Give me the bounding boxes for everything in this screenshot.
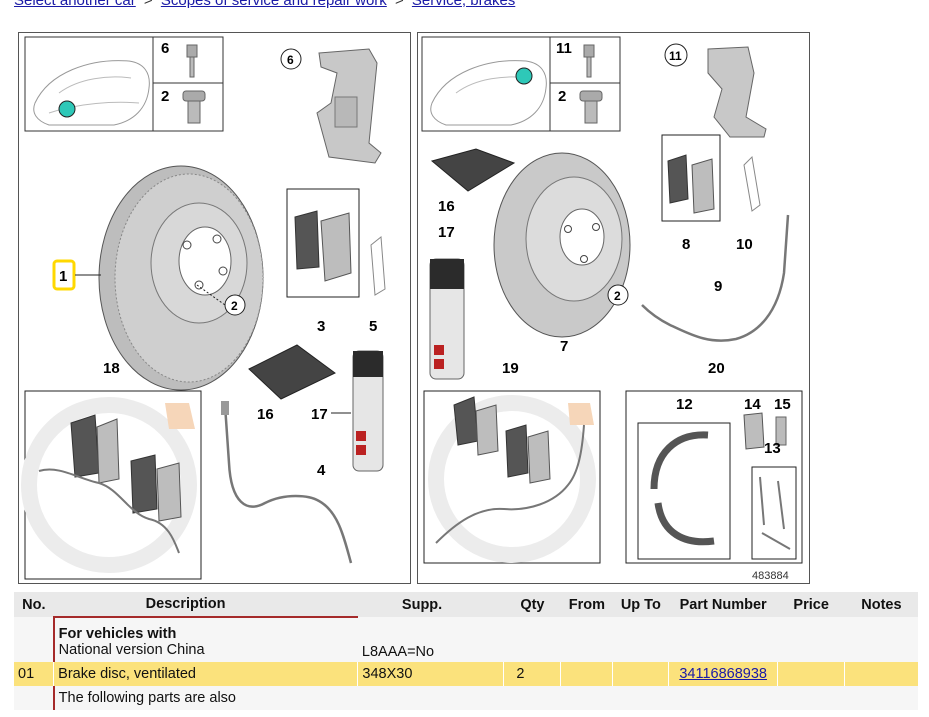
- callout-15[interactable]: 15: [774, 396, 791, 413]
- cell-no: [14, 686, 54, 710]
- table-row-note: The following parts are also: [14, 686, 918, 710]
- repair-kit-part[interactable]: [428, 395, 596, 563]
- brake-disc-part[interactable]: [98, 165, 264, 391]
- col-header-part-number[interactable]: Part Number: [668, 592, 778, 617]
- callout-12[interactable]: 12: [676, 396, 693, 413]
- callout-4[interactable]: 4: [317, 462, 326, 479]
- cell-supp: L8AAA=No: [357, 617, 504, 662]
- callout-16[interactable]: 16: [257, 406, 274, 423]
- callout-6[interactable]: 6: [287, 53, 294, 67]
- callout-9[interactable]: 9: [714, 278, 722, 295]
- car-location-overview: [24, 36, 224, 132]
- breadcrumb-separator: >: [143, 0, 153, 9]
- cell-part-number: 34116868938: [668, 662, 778, 686]
- location-marker-icon: [58, 100, 76, 118]
- protective-cover-part[interactable]: [248, 344, 336, 400]
- cell-upto: [612, 662, 669, 686]
- callout-2[interactable]: 2: [614, 289, 621, 303]
- callout-2[interactable]: 2: [558, 88, 566, 105]
- col-header-qty[interactable]: Qty: [503, 592, 561, 617]
- callout-5[interactable]: 5: [369, 318, 377, 335]
- callout-18[interactable]: 18: [103, 360, 120, 377]
- cell-no: [14, 617, 54, 662]
- callout-11[interactable]: 11: [669, 49, 682, 63]
- callout-7[interactable]: 7: [560, 338, 568, 355]
- col-header-from[interactable]: From: [560, 592, 613, 617]
- table-row[interactable]: 01 Brake disc, ventilated 348X30 2 34116…: [14, 662, 918, 686]
- breadcrumb-separator: >: [394, 0, 404, 9]
- wear-sensor-part[interactable]: [641, 214, 790, 342]
- breadcrumb: Select another car > Scopes of service a…: [14, 0, 515, 9]
- breadcrumb-brakes-link[interactable]: Service, brakes: [411, 0, 516, 9]
- callout-20[interactable]: 20: [708, 360, 725, 377]
- callout-17[interactable]: 17: [311, 406, 328, 423]
- car-location-overview: [421, 36, 621, 132]
- caliper-carrier-part[interactable]: [316, 48, 382, 164]
- col-header-upto[interactable]: Up To: [612, 592, 669, 617]
- brake-shoes-part[interactable]: [650, 431, 715, 546]
- cell-price: [776, 662, 845, 686]
- col-header-price[interactable]: Price: [777, 592, 845, 617]
- spring-kit-part[interactable]: [759, 476, 791, 550]
- table-row-condition: For vehicles with National version China…: [14, 616, 918, 662]
- col-header-supp[interactable]: Supp.: [357, 592, 504, 617]
- wear-sensor-part[interactable]: [221, 401, 353, 564]
- callout-13[interactable]: 13: [764, 440, 781, 457]
- location-marker-icon: [515, 67, 533, 85]
- brake-disc-part[interactable]: [493, 152, 631, 338]
- callout-16[interactable]: 16: [438, 198, 455, 215]
- wear-sensor-clip-part[interactable]: [743, 155, 761, 212]
- callout-1[interactable]: 1: [59, 268, 67, 285]
- col-header-no[interactable]: No.: [14, 592, 54, 617]
- part-number-link[interactable]: 34116868938: [679, 666, 767, 682]
- callout-2[interactable]: 2: [161, 88, 169, 105]
- callout-14[interactable]: 14: [744, 396, 761, 413]
- callout-2[interactable]: 2: [231, 299, 238, 313]
- col-header-notes[interactable]: Notes: [844, 592, 918, 617]
- cell-supp: 348X30: [357, 662, 504, 686]
- adjuster-part[interactable]: [743, 412, 787, 450]
- cell-no: 01: [14, 662, 54, 686]
- cell-notes: [844, 662, 918, 686]
- cell-description: Brake disc, ventilated: [53, 662, 358, 686]
- callout-19[interactable]: 19: [502, 360, 519, 377]
- front-axle-panel: 6 2 6 1 2: [18, 32, 411, 584]
- cell-from: [560, 662, 613, 686]
- col-header-description[interactable]: Description: [53, 592, 358, 617]
- table-header-row: No. Description Supp. Qty From Up To Par…: [14, 592, 918, 617]
- callout-6[interactable]: 6: [161, 40, 169, 57]
- repair-kit-part[interactable]: [21, 397, 197, 573]
- condition-text: National version China: [58, 642, 205, 658]
- rear-axle-panel: 11 2 11 16 17: [417, 32, 810, 584]
- brake-pads-part[interactable]: [667, 154, 715, 214]
- parts-diagram: 6 2 6 1 2: [18, 32, 810, 584]
- spring-kit-box: [751, 466, 797, 560]
- callout-11[interactable]: 11: [556, 40, 572, 57]
- note-text: The following parts are also: [52, 686, 358, 710]
- callout-3[interactable]: 3: [317, 318, 325, 335]
- selected-callout-highlight: [52, 259, 76, 291]
- wear-sensor-clip-part[interactable]: [370, 236, 386, 296]
- cell-condition: For vehicles with National version China: [52, 616, 358, 662]
- caliper-carrier-part[interactable]: [707, 46, 767, 138]
- brake-pads-part[interactable]: [294, 210, 352, 282]
- breadcrumb-scopes-link[interactable]: Scopes of service and repair work: [160, 0, 387, 9]
- parts-table: No. Description Supp. Qty From Up To Par…: [14, 592, 918, 710]
- spray-can-part[interactable]: [352, 350, 384, 472]
- condition-title: For vehicles with: [58, 626, 177, 642]
- callout-10[interactable]: 10: [736, 236, 753, 253]
- breadcrumb-select-car-link[interactable]: Select another car: [14, 0, 136, 9]
- spray-can-part[interactable]: [429, 258, 465, 380]
- callout-8[interactable]: 8: [682, 236, 690, 253]
- cell-qty: 2: [503, 662, 561, 686]
- callout-17[interactable]: 17: [438, 224, 455, 241]
- diagram-reference-number: 483884: [752, 570, 789, 582]
- protective-cover-part[interactable]: [430, 148, 516, 192]
